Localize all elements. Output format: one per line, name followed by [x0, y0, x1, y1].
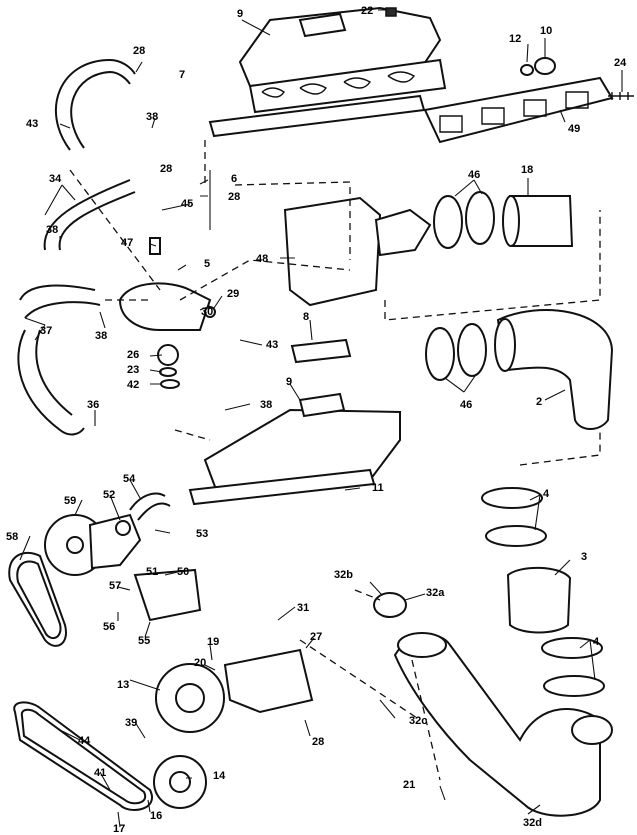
callout-38-mid: 38 — [95, 330, 107, 342]
callout-16: 16 — [150, 810, 162, 822]
exhaust-y-pipe — [373, 592, 613, 817]
callout-57: 57 — [109, 580, 121, 592]
callout-56: 56 — [103, 621, 115, 633]
small-fittings-top — [520, 57, 634, 100]
callout-19: 19 — [207, 636, 219, 648]
callout-14: 14 — [213, 770, 226, 782]
callout-42: 42 — [127, 379, 139, 391]
callout-32d: 32d — [523, 817, 542, 829]
callout-6: 6 — [231, 173, 237, 185]
callout-30: 30 — [201, 306, 213, 318]
exhaust-elbow-housing — [283, 196, 432, 307]
callout-53: 53 — [196, 528, 208, 540]
callout-50: 50 — [177, 566, 189, 578]
callout-36: 36 — [87, 399, 99, 411]
callout-4-upper: 4 — [543, 488, 550, 500]
leader-lines — [19, 9, 623, 828]
callout-52: 52 — [103, 489, 115, 501]
callout-24: 24 — [614, 57, 627, 69]
callout-51: 51 — [146, 566, 158, 578]
callout-3: 3 — [581, 551, 587, 563]
callout-37: 37 — [40, 325, 52, 337]
callout-22: 22 — [361, 5, 373, 17]
callout-34: 34 — [49, 173, 62, 185]
callout-46-lower: 46 — [460, 399, 472, 411]
exhaust-manifold-upper — [208, 6, 447, 138]
callout-32c: 32c — [409, 715, 427, 727]
callout-39: 39 — [125, 717, 137, 729]
callout-31: 31 — [297, 602, 309, 614]
callout-45: 45 — [181, 198, 193, 210]
assembly-guide-lines — [69, 140, 601, 781]
callout-labels: 9 22 10 12 24 49 28 7 43 38 28 34 6 28 4… — [6, 5, 627, 835]
callout-18: 18 — [521, 164, 533, 176]
callout-23: 23 — [127, 364, 139, 376]
callout-12: 12 — [509, 33, 521, 45]
callout-58: 58 — [6, 531, 18, 543]
callout-29: 29 — [227, 288, 239, 300]
callout-38-lower: 38 — [260, 399, 272, 411]
manifold-gasket — [423, 76, 614, 144]
water-pump-pulleys — [44, 492, 314, 809]
callout-10: 10 — [540, 25, 552, 37]
callout-55: 55 — [138, 635, 150, 647]
callout-7: 7 — [179, 69, 185, 81]
callout-28-bottom: 28 — [312, 736, 324, 748]
hoses-left — [17, 58, 136, 436]
callout-54: 54 — [123, 473, 136, 485]
callout-49: 49 — [568, 123, 580, 135]
callout-4-lower: 4 — [593, 636, 600, 648]
thermostat-housing — [118, 237, 216, 389]
callout-47: 47 — [121, 237, 133, 249]
callout-11: 11 — [372, 482, 384, 494]
callout-28-right: 28 — [228, 191, 240, 203]
callout-32b: 32b — [334, 569, 353, 581]
callout-21: 21 — [403, 779, 415, 791]
callout-9-lower: 9 — [286, 376, 292, 388]
callout-28-mid: 28 — [160, 163, 172, 175]
clamps-and-sleeves — [425, 191, 614, 697]
callout-8: 8 — [303, 311, 309, 323]
callout-59: 59 — [64, 495, 76, 507]
callout-5: 5 — [204, 258, 210, 270]
callout-13: 13 — [117, 679, 129, 691]
callout-17: 17 — [113, 823, 125, 835]
callout-38-upper: 38 — [146, 111, 158, 123]
callout-26: 26 — [127, 349, 139, 361]
exhaust-manifold-lower — [188, 338, 401, 506]
callout-27: 27 — [310, 631, 322, 643]
drive-belts — [8, 551, 153, 811]
callout-41: 41 — [94, 767, 106, 779]
callout-43-upper: 43 — [26, 118, 38, 130]
callout-20: 20 — [194, 657, 206, 669]
callout-28-top: 28 — [133, 45, 145, 57]
callout-48: 48 — [256, 253, 268, 265]
callout-38-left: 38 — [46, 224, 58, 236]
callout-9-upper: 9 — [237, 8, 243, 20]
callout-2: 2 — [536, 396, 542, 408]
callout-43-lower: 43 — [266, 339, 278, 351]
callout-32a: 32a — [426, 587, 445, 599]
callout-46-upper: 46 — [468, 169, 480, 181]
callout-44: 44 — [78, 735, 91, 747]
